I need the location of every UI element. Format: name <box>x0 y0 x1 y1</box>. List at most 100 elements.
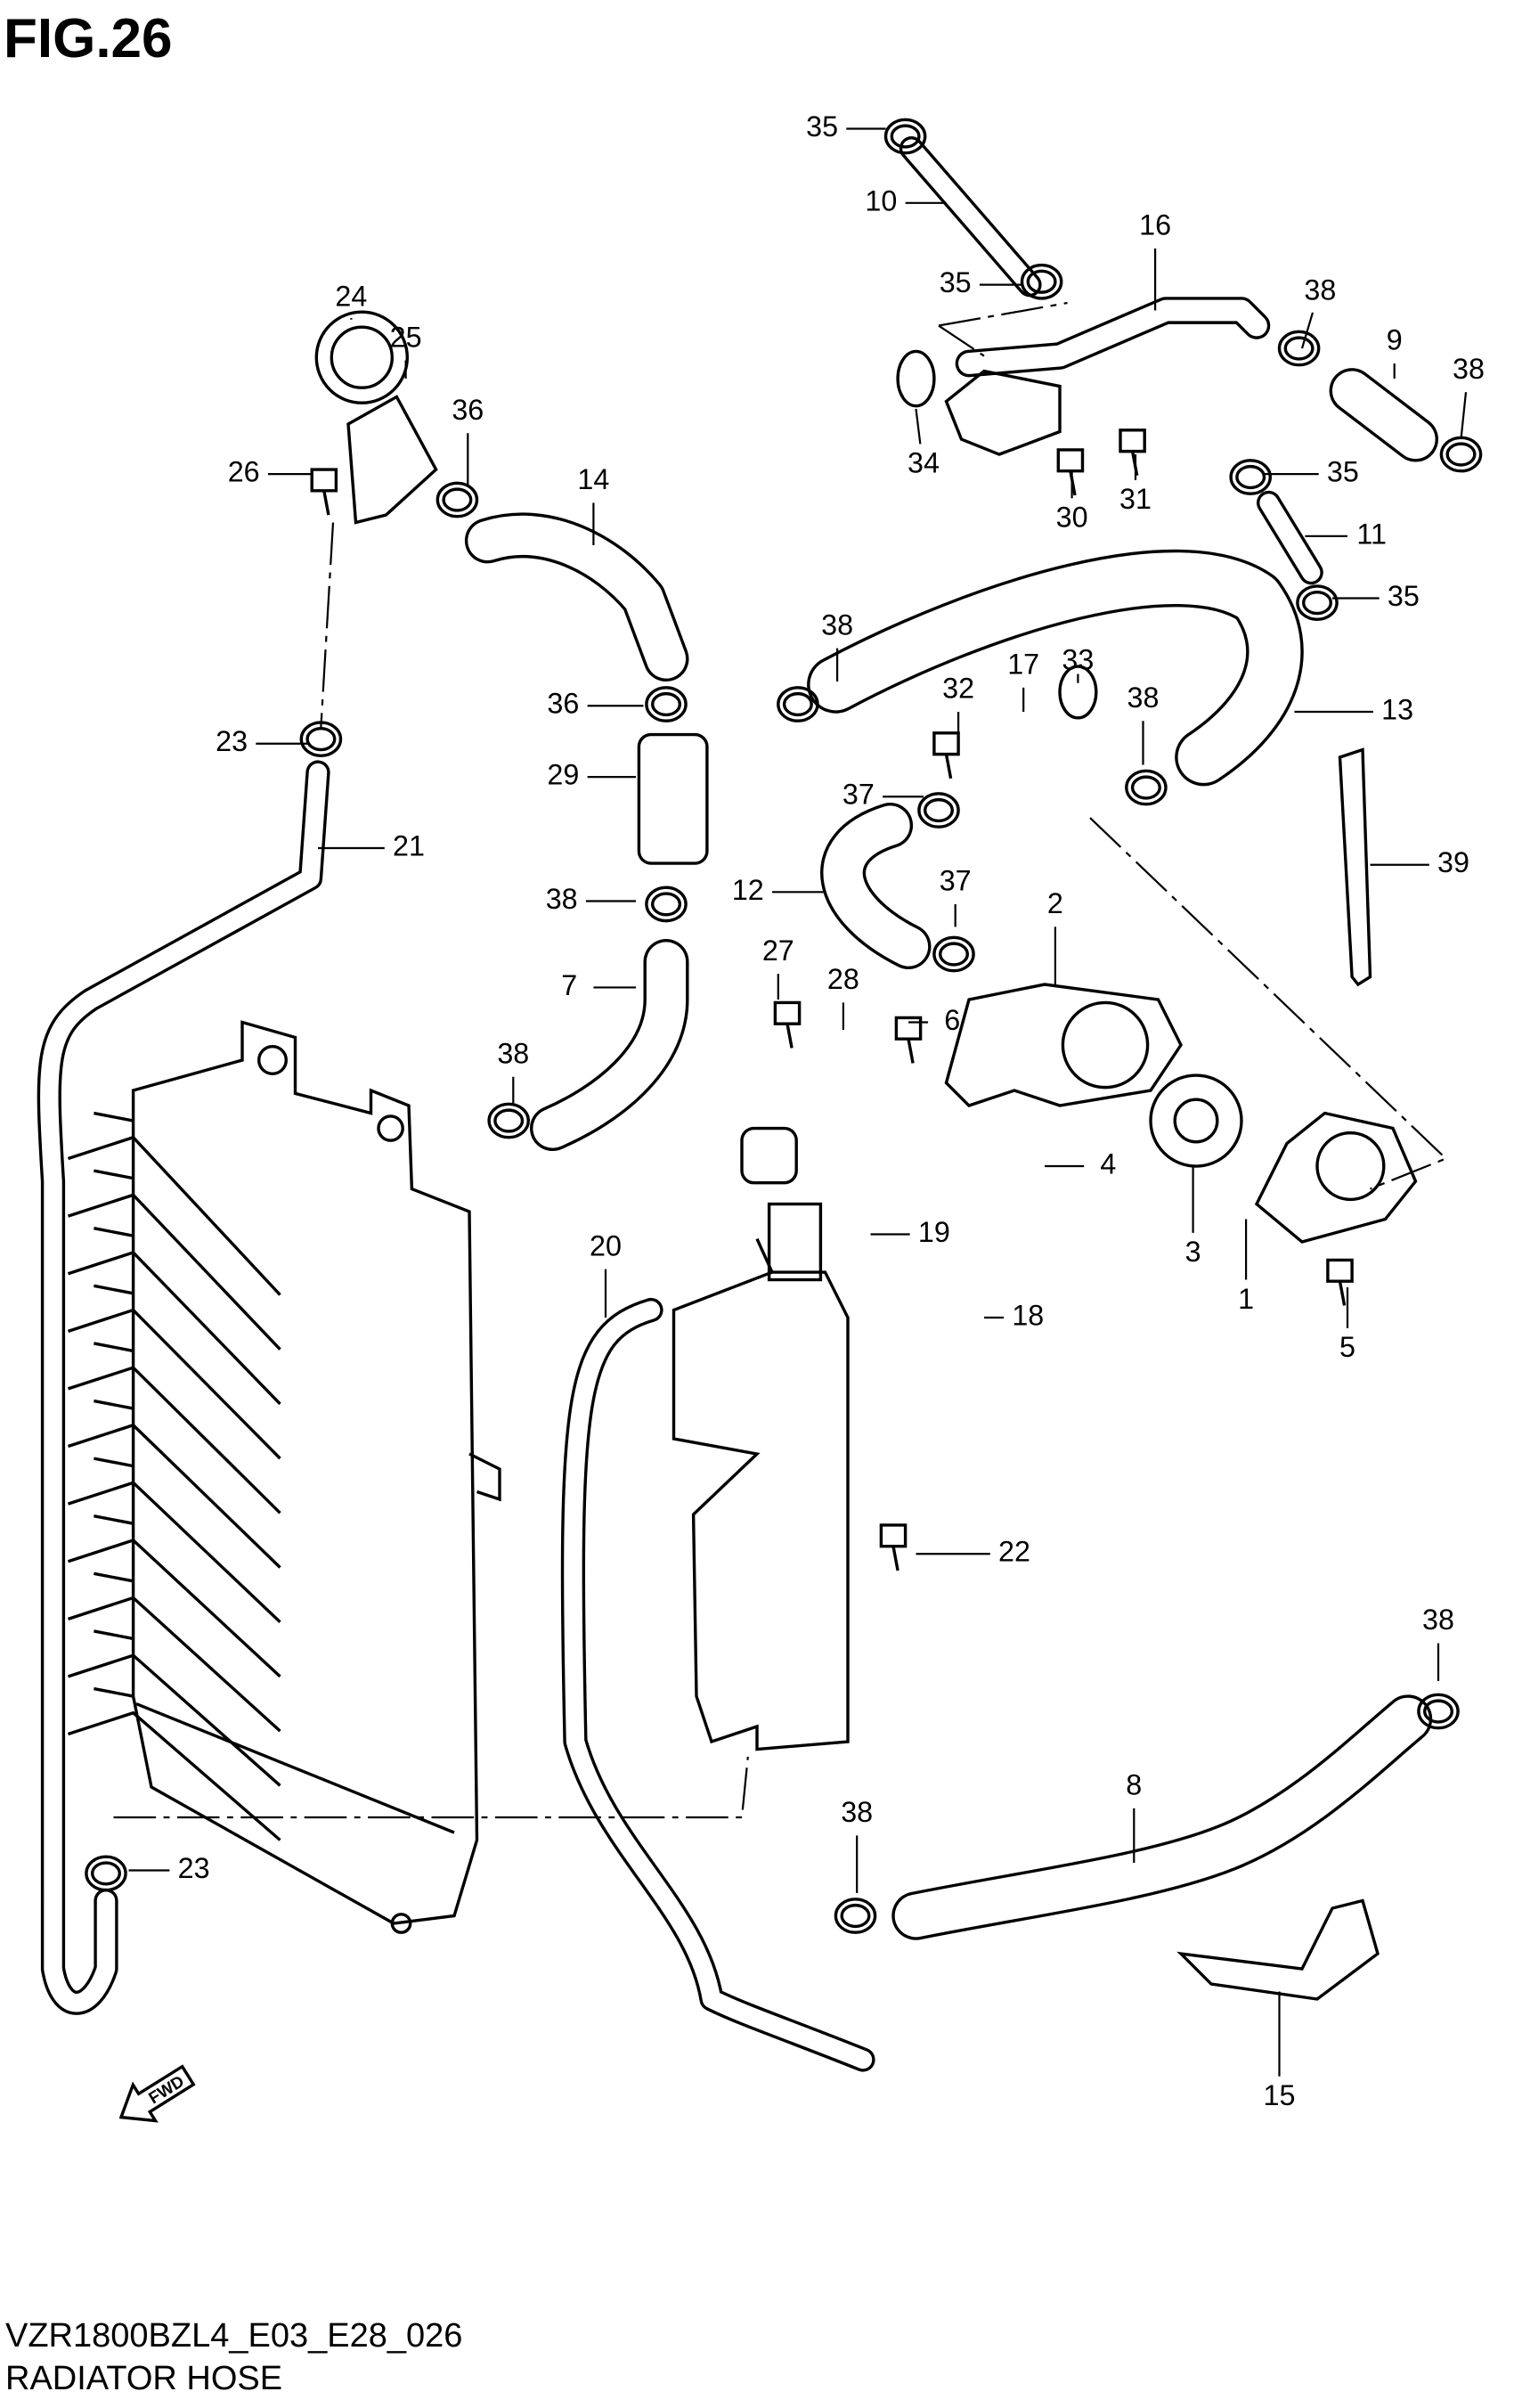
callout-37: 37 <box>842 779 875 811</box>
callout-13: 13 <box>1381 694 1413 726</box>
hose-16 <box>955 297 1271 378</box>
callout-27: 27 <box>762 935 794 967</box>
callout-35: 35 <box>1327 456 1359 488</box>
callout-14: 14 <box>577 463 609 495</box>
callout-22: 22 <box>998 1536 1030 1568</box>
reference-line <box>113 1756 749 1819</box>
hose-clamp <box>85 1855 127 1892</box>
hose-clamp <box>1417 1693 1460 1730</box>
callout-34: 34 <box>908 446 940 478</box>
callout-10: 10 <box>865 184 897 216</box>
callout-35: 35 <box>806 110 838 143</box>
bolt <box>894 1016 923 1064</box>
hose-clamp <box>917 792 960 829</box>
callout-17: 17 <box>1007 649 1039 681</box>
callout-31: 31 <box>1119 483 1152 515</box>
bolt <box>1056 448 1085 496</box>
callout-24: 24 <box>335 280 367 312</box>
bolt <box>879 1523 908 1571</box>
callout-38: 38 <box>1127 682 1160 714</box>
leader-line <box>1460 392 1468 440</box>
callout-29: 29 <box>547 759 579 791</box>
bolt <box>773 1000 802 1049</box>
fwd-arrow-icon: FWD <box>118 2064 196 2123</box>
reservoir-tank <box>672 1126 850 1751</box>
hose-clamp <box>1277 330 1321 367</box>
hose-12 <box>820 803 932 970</box>
callout-11: 11 <box>1356 518 1387 550</box>
callout-25: 25 <box>390 321 422 353</box>
hose-clamp <box>1229 459 1272 495</box>
callout-36: 36 <box>547 688 579 720</box>
callout-23: 23 <box>216 725 248 757</box>
hose-11 <box>1257 490 1323 585</box>
hose-10 <box>899 136 1042 298</box>
hose-20 <box>560 1297 875 2072</box>
bolt <box>932 731 960 780</box>
callout-38: 38 <box>1422 1604 1454 1636</box>
callout-37: 37 <box>940 865 972 897</box>
callout-9: 9 <box>1387 324 1403 356</box>
callout-36: 36 <box>452 394 484 426</box>
callout-15: 15 <box>1264 2079 1296 2111</box>
diagram-code: VZR1800BZL4_E03_E28_026 <box>5 2317 463 2355</box>
callout-23: 23 <box>178 1852 210 1884</box>
callout-30: 30 <box>1056 502 1088 534</box>
callout-39: 39 <box>1437 846 1469 878</box>
callout-3: 3 <box>1185 1236 1201 1268</box>
callout-8: 8 <box>1126 1769 1142 1801</box>
callout-38: 38 <box>497 1037 529 1069</box>
callout-12: 12 <box>732 874 764 906</box>
hose-clamp <box>883 118 927 155</box>
reference-line <box>938 301 1068 357</box>
fittings <box>85 118 1483 2001</box>
callout-20: 20 <box>590 1229 622 1261</box>
callout-32: 32 <box>942 673 974 705</box>
leader-line <box>1300 312 1315 349</box>
diagram-caption: RADIATOR HOSE <box>5 2360 283 2397</box>
hose-clamp <box>1296 584 1339 622</box>
hose-clamp <box>645 686 688 722</box>
callout-38: 38 <box>821 608 853 641</box>
hose-7 <box>530 939 689 1152</box>
bolt <box>1119 429 1146 477</box>
reference-line <box>320 522 335 728</box>
hose-13 <box>807 549 1304 787</box>
callout-2: 2 <box>1047 887 1063 919</box>
callout-18: 18 <box>1012 1300 1044 1332</box>
figure-title: FIG.26 <box>4 8 173 69</box>
callout-38: 38 <box>546 883 578 915</box>
callout-19: 19 <box>918 1216 950 1248</box>
hose-8 <box>891 1694 1433 1940</box>
callout-4: 4 <box>1100 1148 1116 1180</box>
callout-35: 35 <box>1388 580 1420 612</box>
radiator <box>67 1020 501 1934</box>
leader-line <box>915 408 922 445</box>
callout-38: 38 <box>841 1796 873 1828</box>
callout-1: 1 <box>1238 1283 1254 1315</box>
hose-clamp <box>1020 263 1063 300</box>
callout-38: 38 <box>1453 353 1485 385</box>
callout-38: 38 <box>1304 274 1336 306</box>
reference-line <box>1089 817 1448 1190</box>
bolt <box>1326 1258 1354 1306</box>
callout-5: 5 <box>1339 1331 1355 1363</box>
hose-9 <box>1329 368 1438 462</box>
callout-6: 6 <box>944 1004 960 1036</box>
callout-35: 35 <box>940 266 972 298</box>
callout-7: 7 <box>561 969 577 1001</box>
hose-14 <box>464 512 689 682</box>
callout-33: 33 <box>1062 643 1094 675</box>
callout-26: 26 <box>228 456 260 488</box>
hose-clamp <box>1125 769 1168 806</box>
hose-clamp <box>487 1102 530 1139</box>
callout-16: 16 <box>1139 209 1171 241</box>
hose-clamp <box>834 1898 877 1934</box>
bolt <box>310 468 338 516</box>
hose-clamp <box>645 886 688 923</box>
hose-clamp <box>777 686 819 722</box>
hose-21 <box>37 760 330 2015</box>
hose-clamp <box>932 935 975 973</box>
callout-21: 21 <box>393 830 425 862</box>
